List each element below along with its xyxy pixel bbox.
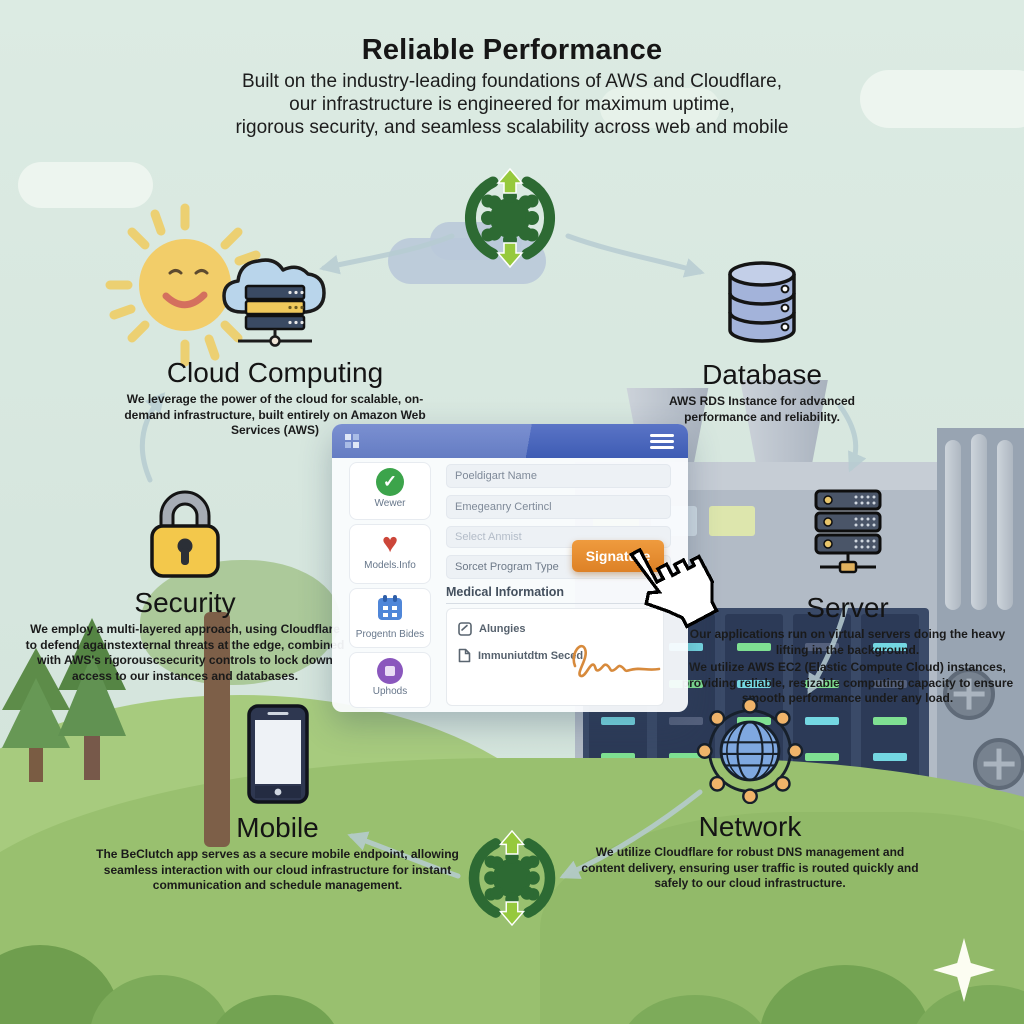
medical-documents-box (446, 608, 664, 706)
factory-window (709, 506, 755, 536)
input-participant-name[interactable]: Poeldigart Name (446, 464, 671, 488)
hand-cursor-icon (628, 547, 719, 629)
node-title: Network (698, 811, 802, 842)
document-label: Immuniutdtm Seced (478, 649, 584, 662)
tree-trunk (204, 612, 230, 847)
node-title: Mobile (236, 812, 319, 843)
sidebar-item-label: Uphods (372, 686, 408, 697)
sidebar-item-label: Progentn Bides (355, 629, 425, 640)
check-circle-icon: ✓ (376, 468, 404, 496)
calendar-icon (378, 595, 402, 620)
node-title: Server (806, 592, 889, 623)
node-description: We utilize AWS EC2 (Elastic Compute Clou… (681, 660, 1014, 706)
padlock-icon (150, 490, 220, 578)
input-emergency-contact[interactable]: Emegeanry Certincl (446, 495, 671, 519)
document-label: Alungies (479, 623, 526, 635)
node-description: We utilize Cloudflare for robust DNS man… (581, 845, 919, 891)
node-description: Our applications run on virtual servers … (689, 627, 1006, 657)
node-description: AWS RDS Instance for advanced performanc… (668, 394, 856, 424)
ventilation-fan (943, 668, 995, 720)
document-icon (458, 648, 471, 663)
node-mobile: Mobile The BeClutch app serves as a secu… (90, 703, 465, 894)
subtitle-line: rigorous security, and seamless scalabil… (235, 117, 789, 139)
white-cloud (860, 70, 1024, 128)
subtitle-line: our infrastructure is engineered for max… (289, 94, 735, 116)
upload-circle-icon (377, 658, 403, 684)
factory-pipe (971, 434, 987, 610)
database-icon (728, 261, 796, 343)
sun-illustration (105, 203, 267, 367)
app-grid-icon[interactable] (344, 433, 360, 449)
document-row-allergies[interactable]: Alungies (458, 622, 525, 636)
factory-pipe (997, 440, 1013, 610)
node-database: Database AWS RDS Instance for advanced p… (612, 252, 912, 425)
company-logo (465, 168, 555, 268)
sidebar-item-models-info[interactable]: ♥ Models.Info (349, 524, 431, 584)
server-icon (814, 489, 881, 574)
page-subtitle: Built on the industry-leading foundation… (0, 70, 1024, 140)
pine-tree (58, 618, 126, 780)
smartphone-icon (246, 704, 309, 804)
document-row-immunization[interactable]: Immuniutdtm Seced (458, 648, 583, 663)
cloud-computing-icon (222, 258, 326, 347)
sidebar-item-label: Models.Info (364, 560, 416, 571)
signature-scribble (572, 644, 661, 678)
node-description: We leverage the power of the cloud for s… (124, 392, 426, 438)
node-description: The BeClutch app serves as a secure mobi… (96, 847, 459, 893)
node-security: Security We employ a multi-layered appro… (20, 482, 350, 684)
heart-icon: ♥ (381, 528, 399, 558)
node-network: Network We utilize Cloudflare for robust… (565, 697, 935, 892)
sidebar-item-uploads[interactable]: Uphods (349, 652, 431, 708)
app-header-bar (332, 424, 688, 458)
edit-checkbox-icon (458, 622, 472, 636)
node-title: Security (134, 587, 236, 618)
subtitle-line: Built on the industry-leading foundation… (241, 71, 783, 92)
node-description: We employ a multi-layered approach, usin… (25, 622, 345, 683)
page-title: Reliable Performance (361, 34, 663, 66)
factory-pipe (945, 440, 961, 610)
sidebar-item-label: Wewer (374, 498, 406, 509)
node-title: Cloud Computing (166, 357, 384, 388)
cooling-tower (740, 380, 828, 472)
white-cloud (18, 162, 153, 208)
section-title-medical-information: Medical Information (446, 585, 662, 604)
node-cloud-computing: Cloud Computing We leverage the power of… (100, 250, 450, 439)
leafy-tree-canopy (140, 560, 340, 685)
network-globe-icon (696, 697, 804, 805)
company-logo (468, 830, 556, 926)
white-cloud (600, 88, 720, 128)
node-title: Database (702, 359, 822, 390)
sidebar-item-program-rides[interactable]: Progentn Bides (349, 588, 431, 648)
ventilation-fan (973, 738, 1024, 790)
node-server: Server Our applications run on virtual s… (680, 485, 1015, 707)
sidebar-item-viewer[interactable]: ✓ Wewer (349, 462, 431, 520)
